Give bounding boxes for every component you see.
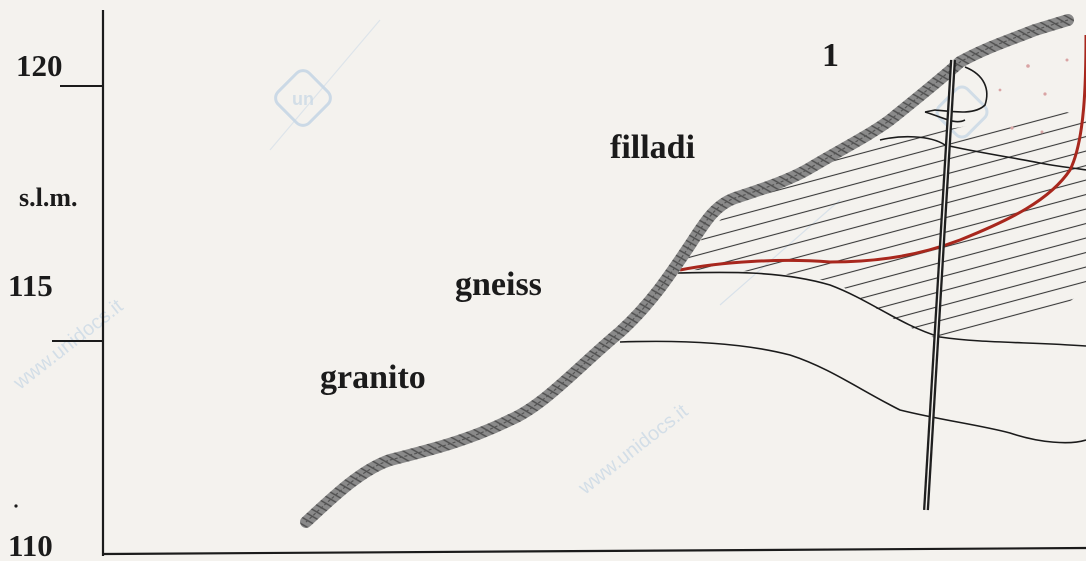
rock-label-granito: granito <box>320 359 426 396</box>
section-number-label: 1 <box>822 37 839 74</box>
watermark-text: www.unidocs.it <box>9 295 128 395</box>
rock-label-filladi: filladi <box>610 129 695 166</box>
tick-label-120: 120 <box>16 48 63 83</box>
baseline <box>103 548 1086 554</box>
tick-label-115: 115 <box>8 268 53 303</box>
tick-label-110: 110 <box>8 528 53 561</box>
axis-unit-label: s.l.m. <box>19 183 78 212</box>
contact-line <box>620 341 1086 442</box>
watermark-logo-text: un <box>292 89 314 109</box>
rock-label-gneiss: gneiss <box>455 266 542 303</box>
contact-line <box>925 112 965 122</box>
filladi-hatched-unit <box>678 110 1086 338</box>
watermark-text: www.unidocs.it <box>574 400 693 500</box>
watermark-logo-icon: un <box>272 67 334 129</box>
